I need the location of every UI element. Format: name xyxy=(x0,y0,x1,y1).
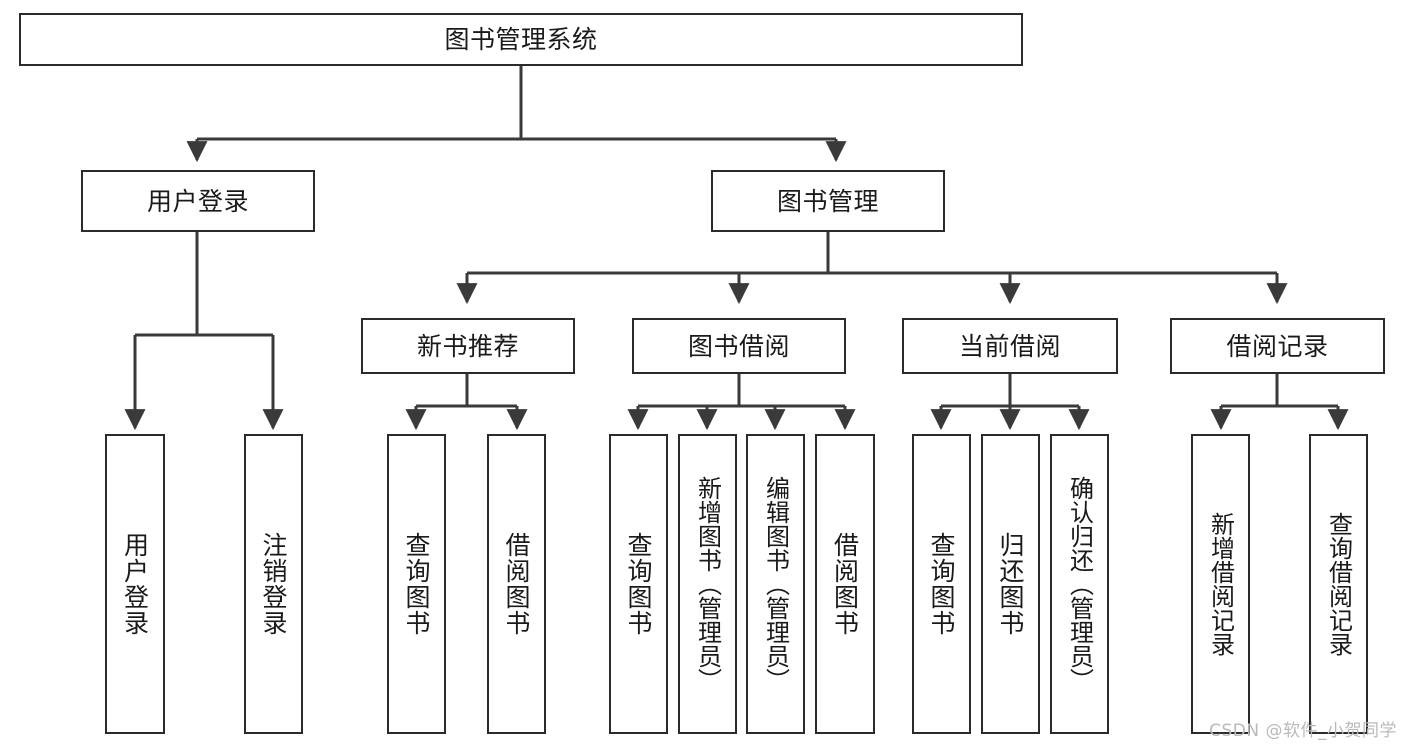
leaf-borrow-book-2-label: 借阅图书 xyxy=(830,532,860,636)
node-current-borrow-label: 当前借阅 xyxy=(958,331,1061,361)
node-user-login-label: 用户登录 xyxy=(146,186,249,216)
leaf-borrow-book-2[interactable]: 借阅图书 xyxy=(815,434,875,734)
leaf-user-login[interactable]: 用户登录 xyxy=(105,434,165,734)
node-book-manage-label: 图书管理 xyxy=(776,186,879,216)
leaf-add-record[interactable]: 新增借阅记录 xyxy=(1191,434,1250,734)
leaf-query-book-2[interactable]: 查询图书 xyxy=(609,434,668,734)
leaf-return-book[interactable]: 归还图书 xyxy=(981,434,1040,734)
leaf-add-book[interactable]: 新增图书（管理员） xyxy=(678,434,737,734)
leaf-query-book-1-label: 查询图书 xyxy=(402,532,431,636)
node-new-book-rec[interactable]: 新书推荐 xyxy=(361,318,575,374)
leaf-query-book-1[interactable]: 查询图书 xyxy=(387,434,446,734)
leaf-query-record[interactable]: 查询借阅记录 xyxy=(1309,434,1368,734)
leaf-borrow-book-1[interactable]: 借阅图书 xyxy=(487,434,546,734)
watermark: CSDN @软件_小贺同学 xyxy=(1209,721,1397,741)
leaf-user-login-label: 用户登录 xyxy=(120,532,150,636)
node-root[interactable]: 图书管理系统 xyxy=(19,13,1023,66)
node-book-borrow[interactable]: 图书借阅 xyxy=(632,318,846,374)
leaf-edit-book-label: 编辑图书（管理员） xyxy=(761,476,790,692)
leaf-query-book-3-label: 查询图书 xyxy=(927,532,956,636)
leaf-confirm-return[interactable]: 确认归还（管理员） xyxy=(1050,434,1109,734)
node-root-label: 图书管理系统 xyxy=(444,25,598,54)
node-user-login[interactable]: 用户登录 xyxy=(81,170,315,232)
node-book-borrow-label: 图书借阅 xyxy=(687,331,790,361)
node-current-borrow[interactable]: 当前借阅 xyxy=(902,318,1118,374)
leaf-confirm-return-label: 确认归还（管理员） xyxy=(1065,476,1094,692)
node-book-manage[interactable]: 图书管理 xyxy=(711,170,945,232)
node-borrow-record[interactable]: 借阅记录 xyxy=(1170,318,1385,374)
leaf-return-book-label: 归还图书 xyxy=(996,532,1025,636)
leaf-logout-login[interactable]: 注销登录 xyxy=(244,434,303,734)
leaf-query-book-3[interactable]: 查询图书 xyxy=(912,434,971,734)
leaf-borrow-book-1-label: 借阅图书 xyxy=(502,532,531,636)
leaf-edit-book[interactable]: 编辑图书（管理员） xyxy=(746,434,805,734)
node-borrow-record-label: 借阅记录 xyxy=(1226,331,1329,361)
leaf-query-book-2-label: 查询图书 xyxy=(624,532,653,636)
node-new-book-rec-label: 新书推荐 xyxy=(416,331,519,361)
leaf-logout-login-label: 注销登录 xyxy=(259,532,288,636)
leaf-add-record-label: 新增借阅记录 xyxy=(1206,512,1235,656)
leaf-query-record-label: 查询借阅记录 xyxy=(1324,512,1353,656)
leaf-add-book-label: 新增图书（管理员） xyxy=(693,476,722,692)
